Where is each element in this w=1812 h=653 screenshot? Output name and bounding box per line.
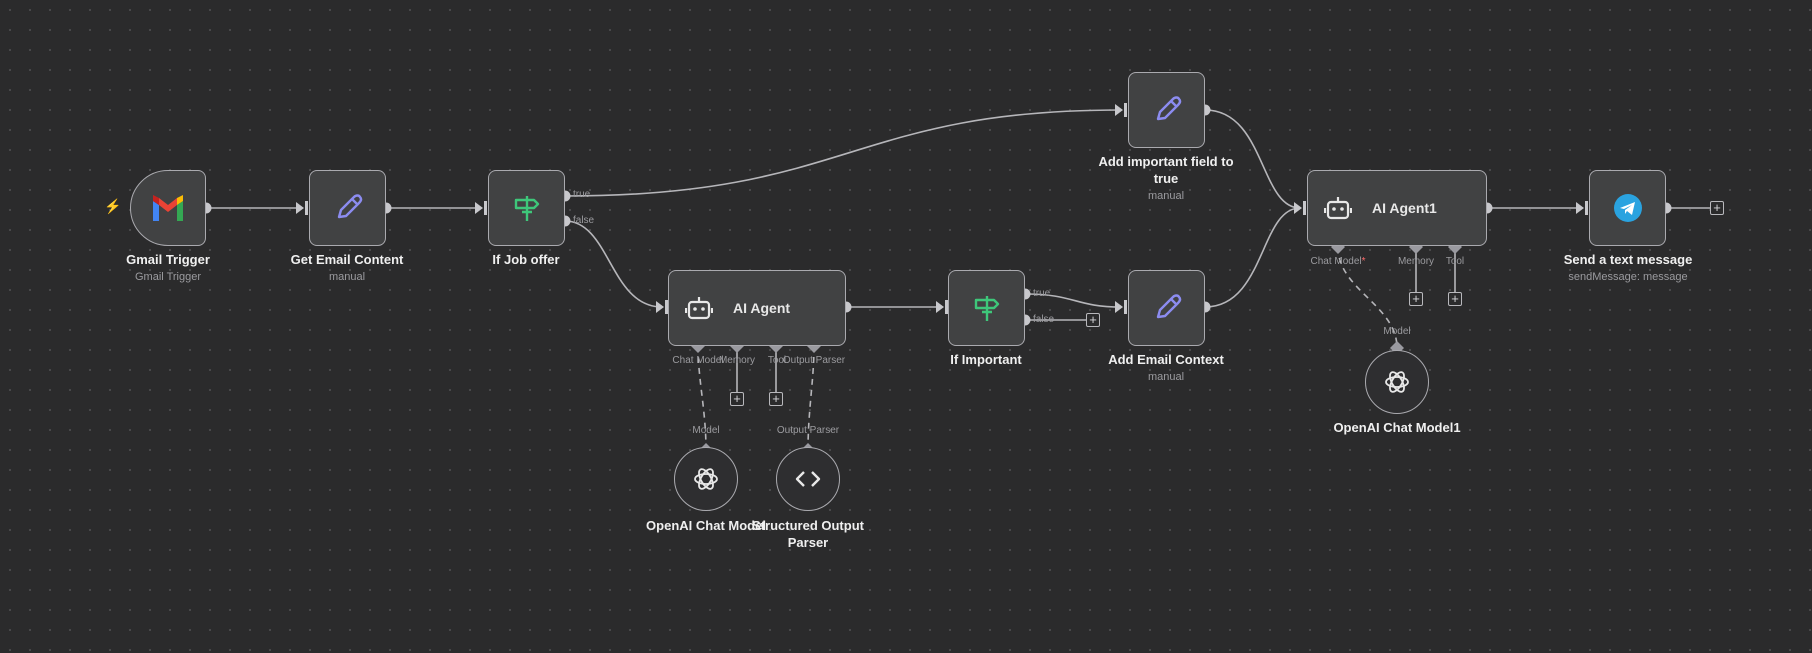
- node-ai-agent[interactable]: AI Agent: [668, 270, 846, 346]
- node-if-job-offer-title: If Job offer: [492, 252, 560, 267]
- node-send-text-message-title: Send a text message: [1563, 252, 1693, 267]
- if-job-offer-true-label: true: [573, 189, 591, 200]
- edge-chat-model-to-agent: [697, 345, 707, 451]
- node-add-email-context[interactable]: [1128, 270, 1205, 346]
- signpost-icon: [511, 192, 543, 224]
- if-job-offer-false-label: false: [573, 215, 595, 226]
- node-send-text-message-subtitle: sendMessage: message: [1568, 271, 1688, 283]
- ai-agent-port-tool: Tool: [767, 355, 787, 366]
- structured-output-parser-port-label: Output Parser: [776, 425, 840, 436]
- openai-chat-model1-port-label: Model: [1383, 326, 1411, 337]
- edge-add-context-to-agent1: [1204, 207, 1301, 308]
- node-if-job-offer[interactable]: [488, 170, 565, 246]
- node-openai-chat-model1[interactable]: [1365, 350, 1429, 414]
- ai-agent-port-memory: Memory: [718, 355, 756, 366]
- node-if-important[interactable]: [948, 270, 1025, 346]
- node-get-email-content-subtitle: manual: [328, 271, 366, 283]
- node-gmail-trigger-subtitle: Gmail Trigger: [134, 271, 202, 283]
- node-add-email-context-title: Add Email Context: [1108, 352, 1224, 367]
- node-openai-chat-model1-title: OpenAI Chat Model1: [1333, 420, 1461, 435]
- if-important-false-label: false: [1033, 314, 1055, 325]
- node-get-email-content-title: Get Email Content: [290, 252, 404, 267]
- ai-agent-add-memory-button[interactable]: +: [730, 392, 744, 406]
- openai-icon: [1383, 368, 1411, 396]
- input-markers: [296, 103, 1588, 314]
- edge-parser-to-agent: [807, 345, 815, 451]
- node-structured-output-parser[interactable]: [776, 447, 840, 511]
- ai-agent1-port-chat-model: Chat Model*: [1310, 256, 1366, 267]
- ai-agent-port-output-parser: Output Parser: [782, 355, 846, 366]
- pencil-icon: [1151, 292, 1183, 324]
- node-gmail-trigger[interactable]: [130, 170, 206, 246]
- ai-agent-port-chat-model: Chat Model: [672, 355, 724, 366]
- ai-agent1-add-memory-button[interactable]: +: [1409, 292, 1423, 306]
- ai-agent1-port-tool: Tool: [1445, 256, 1465, 267]
- node-add-important-field[interactable]: [1128, 72, 1205, 148]
- node-get-email-content[interactable]: [309, 170, 386, 246]
- telegram-icon: [1613, 193, 1643, 223]
- gmail-icon: [151, 195, 185, 221]
- node-structured-output-parser-title: Structured Output Parser: [752, 518, 864, 550]
- node-openai-chat-model[interactable]: [674, 447, 738, 511]
- node-if-important-title: If Important: [950, 352, 1022, 367]
- signpost-icon: [971, 292, 1003, 324]
- ai-agent-add-tool-button[interactable]: +: [769, 392, 783, 406]
- ai-agent1-port-memory: Memory: [1397, 256, 1435, 267]
- node-ai-agent-title: AI Agent: [733, 300, 791, 316]
- node-gmail-trigger-title: Gmail Trigger: [126, 252, 210, 267]
- if-important-true-label: true: [1033, 288, 1051, 299]
- trigger-bolt-icon: ⚡: [104, 198, 122, 214]
- ai-agent1-add-tool-button[interactable]: +: [1448, 292, 1462, 306]
- node-add-email-context-subtitle: manual: [1147, 371, 1185, 383]
- openai-icon: [692, 465, 720, 493]
- openai-chat-model-port-label: Model: [692, 425, 720, 436]
- robot-icon: [1324, 194, 1352, 222]
- edge-chat-model1-to-agent1: [1337, 246, 1398, 349]
- pencil-icon: [1151, 94, 1183, 126]
- code-brackets-icon: [794, 465, 822, 493]
- edge-if-false-to-ai-agent: [564, 220, 663, 308]
- node-ai-agent1-title: AI Agent1: [1372, 200, 1437, 216]
- node-send-text-message[interactable]: [1589, 170, 1666, 246]
- node-ai-agent1[interactable]: AI Agent1: [1307, 170, 1487, 246]
- pencil-icon: [332, 192, 364, 224]
- edge-add-important-to-agent1: [1204, 109, 1301, 209]
- send-message-add-button[interactable]: +: [1710, 201, 1724, 215]
- if-important-false-add-button[interactable]: +: [1086, 313, 1100, 327]
- node-openai-chat-model-title: OpenAI Chat Model: [646, 518, 766, 533]
- edge-if-true-to-add-important: [564, 109, 1122, 197]
- node-add-important-field-subtitle: manual: [1147, 190, 1185, 202]
- robot-icon: [685, 294, 713, 322]
- node-add-important-field-title: Add important field to true: [1098, 154, 1234, 186]
- edge-if-important-true-to-add-context: [1024, 293, 1122, 308]
